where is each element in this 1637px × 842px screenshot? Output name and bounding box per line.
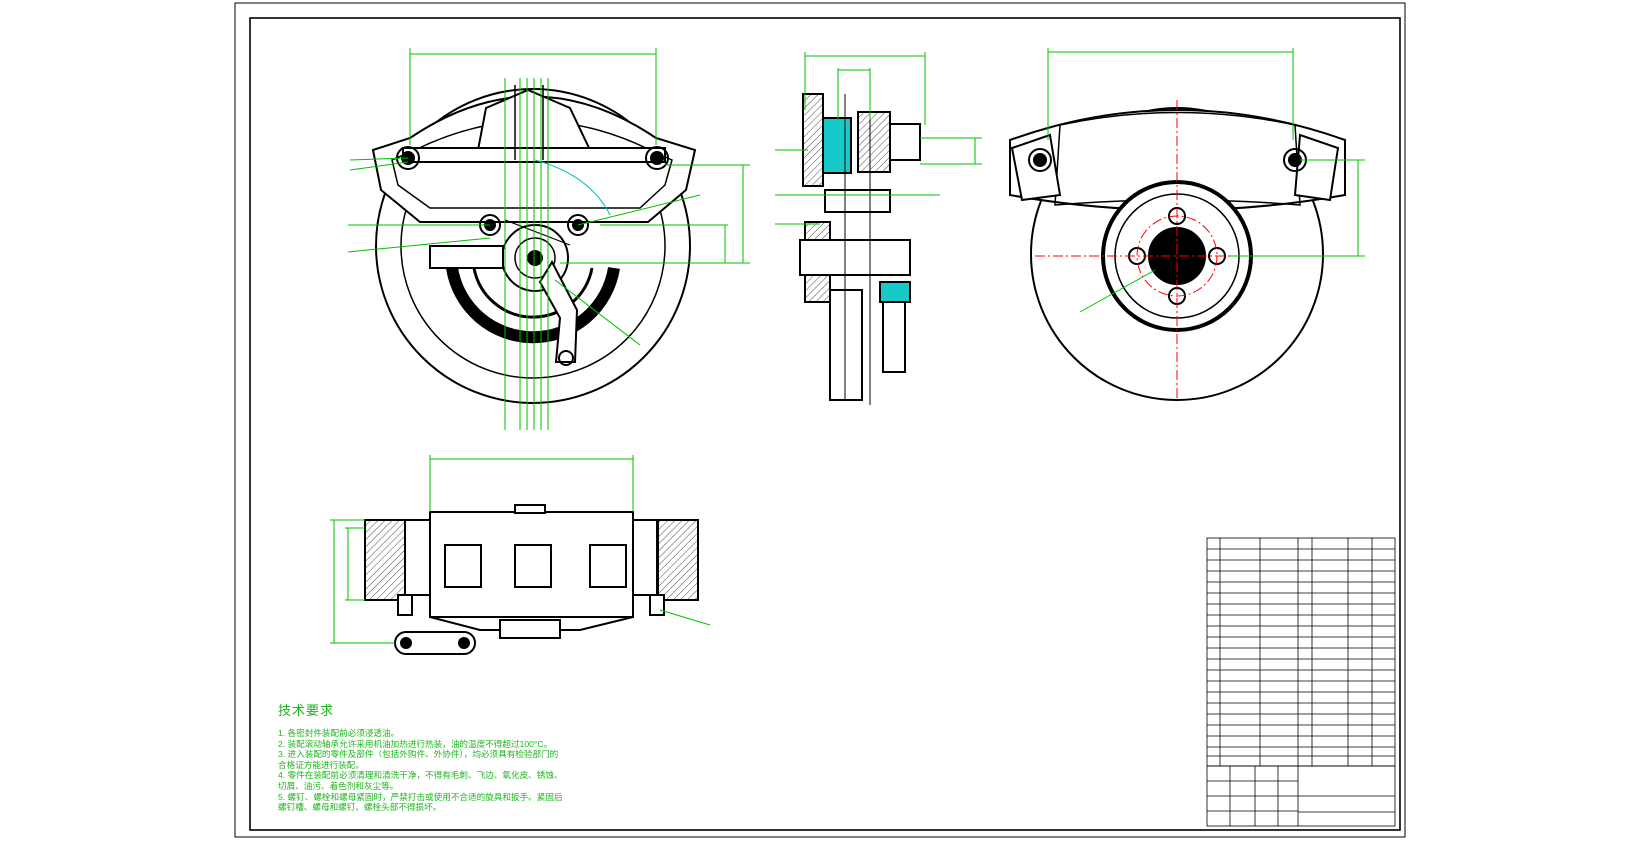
- requirement-line: 3. 进入装配的零件及部件（包括外购件、外协件），均必须具有检验部门的: [278, 749, 559, 760]
- outer-border: [234, 2, 1406, 838]
- requirement-line: 1. 各密封件装配前必须浸透油。: [278, 728, 400, 738]
- inner-border: [249, 17, 1401, 831]
- technical-requirements-title: 技术要求: [278, 703, 335, 718]
- requirement-line: 5. 螺钉、螺栓和螺母紧固时，严禁打击或使用不合适的旋具和扳手。紧固后: [278, 791, 563, 802]
- front-view-dimensions: [347, 48, 750, 430]
- requirement-line: 2. 装配滚动轴承允许采用机油加热进行热装，油的温度不得超过100°C。: [278, 738, 553, 749]
- rear-view-dimensions: [1047, 48, 1365, 313]
- requirement-line: 合格证方能进行装配。: [278, 759, 364, 770]
- technical-requirements: 技术要求 1. 各密封件装配前必须浸透油。 2. 装配滚动轴承允许采用机油加热进…: [278, 700, 598, 813]
- side-view-dimensions: [775, 52, 982, 225]
- title-block: [1206, 765, 1396, 827]
- requirement-line: 4. 零件在装配前必须清理和清洗干净，不得有毛刺、飞边、氧化皮、锈蚀、: [278, 770, 563, 781]
- parts-list-table: [1206, 537, 1396, 767]
- side-section-view: [799, 80, 921, 405]
- top-view-dimensions: [330, 455, 711, 644]
- top-view: [364, 504, 699, 655]
- requirement-line: 切屑、油污、着色剂和灰尘等。: [278, 780, 399, 791]
- requirement-line: 螺钉槽、螺母和螺钉、螺栓头部不得损坏。: [278, 802, 442, 813]
